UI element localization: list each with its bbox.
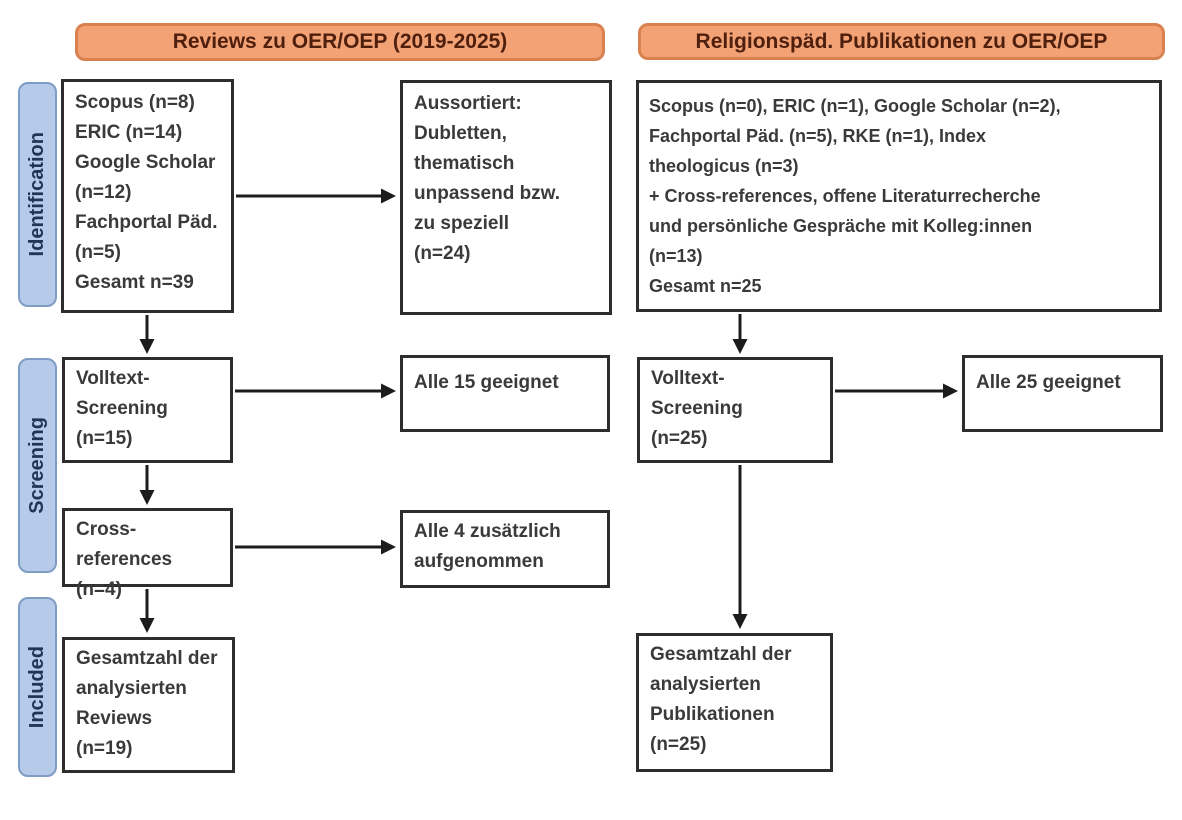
stage-label-identification: Identification bbox=[18, 82, 57, 307]
right-identification-sources-box: Scopus (n=0), ERIC (n=1), Google Scholar… bbox=[636, 80, 1162, 312]
left-identification-sources-box: Scopus (n=8) ERIC (n=14) Google Scholar … bbox=[61, 79, 234, 313]
right-fulltext-screening-box: Volltext- Screening (n=25) bbox=[637, 357, 833, 463]
left-excluded-box: Aussortiert: Dubletten, thematisch unpas… bbox=[400, 80, 612, 315]
left-fulltext-screening-box: Volltext- Screening (n=15) bbox=[62, 357, 233, 463]
stage-label-screening: Screening bbox=[18, 358, 57, 573]
stage-label-identification-text: Identification bbox=[26, 132, 48, 257]
stage-label-included-text: Included bbox=[26, 645, 48, 729]
stage-label-screening-text: Screening bbox=[26, 417, 48, 514]
left-cross-references-result-box: Alle 4 zusätzlich aufgenommen bbox=[400, 510, 610, 588]
left-included-total-box: Gesamtzahl der analysierten Reviews (n=1… bbox=[62, 637, 235, 773]
right-included-total-box: Gesamtzahl der analysierten Publikatione… bbox=[636, 633, 833, 772]
right-screening-result-box: Alle 25 geeignet bbox=[962, 355, 1163, 432]
column-header-religionspaed-publikationen: Religionspäd. Publikationen zu OER/OEP bbox=[638, 23, 1165, 60]
stage-label-included: Included bbox=[18, 597, 57, 777]
left-screening-result-box: Alle 15 geeignet bbox=[400, 355, 610, 432]
left-cross-references-box: Cross-references (n=4) bbox=[62, 508, 233, 600]
column-header-reviews: Reviews zu OER/OEP (2019-2025) bbox=[75, 23, 605, 61]
